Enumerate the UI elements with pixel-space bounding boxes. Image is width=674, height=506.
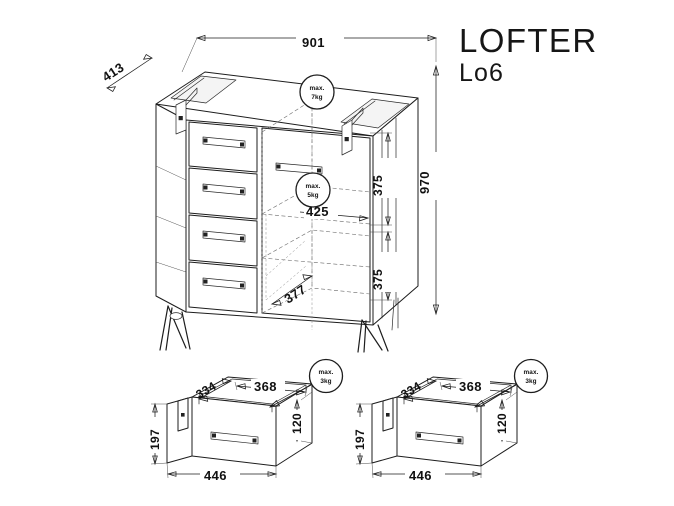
badge-line2: 5kg bbox=[307, 192, 318, 199]
load-badge-drawer-right-3kg: max. 3kg bbox=[473, 358, 549, 408]
door-handle[interactable] bbox=[275, 162, 323, 175]
dimension-label-120-left: 120 bbox=[290, 413, 304, 434]
dimension-120-right bbox=[492, 391, 518, 444]
dimension-label-901: 901 bbox=[302, 35, 325, 50]
dimension-334-left bbox=[197, 378, 233, 402]
dimension-334-right bbox=[402, 378, 438, 402]
dimension-197-left bbox=[145, 402, 168, 466]
drawer-front-2[interactable] bbox=[188, 167, 258, 220]
dimension-label-197-right: 197 bbox=[353, 429, 367, 450]
cabinet-top-accent-right bbox=[340, 98, 410, 129]
drawer-detail-handle-left[interactable] bbox=[210, 431, 259, 445]
dimension-shelf-lower-375 bbox=[370, 230, 399, 302]
drawer-handle-1[interactable] bbox=[202, 136, 246, 149]
dimension-label-368-left: 368 bbox=[254, 379, 277, 394]
drawer-front-1[interactable] bbox=[188, 121, 258, 173]
dimension-368-right bbox=[439, 379, 513, 397]
drawer-handle-4[interactable] bbox=[202, 277, 246, 290]
dimension-width-901 bbox=[181, 33, 438, 73]
dimension-depth-413 bbox=[105, 53, 154, 93]
badge-line1: max. bbox=[310, 85, 325, 92]
dimension-120-left bbox=[287, 391, 313, 444]
dimension-interior-depth-377 bbox=[270, 274, 314, 306]
drawer-detail-handle-right[interactable] bbox=[415, 431, 464, 445]
product-title-block: LOFTER Lo6 bbox=[459, 24, 598, 86]
dimension-height-970 bbox=[425, 64, 447, 316]
drawer-handle-3[interactable] bbox=[202, 230, 246, 243]
cabinet-top-accent-left bbox=[170, 75, 237, 104]
badge-line2: 3kg bbox=[525, 378, 536, 385]
hinge-fitting-left bbox=[175, 87, 198, 135]
drawer-handle-2[interactable] bbox=[202, 183, 246, 196]
drawer-detail-right: max. 3kg bbox=[350, 358, 549, 483]
dimension-label-413: 413 bbox=[99, 59, 126, 84]
cabinet-left-side-panel bbox=[155, 103, 187, 313]
load-badge-shelf-5kg: max. 5kg bbox=[295, 172, 331, 208]
dimension-label-425: 425 bbox=[306, 204, 329, 219]
badge-line2: 3kg bbox=[320, 378, 331, 385]
dimension-label-446-left: 446 bbox=[204, 468, 227, 483]
dimension-label-368-right: 368 bbox=[459, 379, 482, 394]
dimension-446-right bbox=[371, 462, 483, 483]
drawer-front-3[interactable] bbox=[188, 214, 258, 267]
drawer-front-4[interactable] bbox=[188, 261, 258, 314]
hinge-fitting-right bbox=[341, 107, 364, 156]
drawer-detail-left: max. 3kg bbox=[145, 358, 344, 483]
cabinet-door[interactable] bbox=[261, 100, 371, 330]
dimension-446-left bbox=[166, 462, 278, 483]
cabinet-legs bbox=[159, 297, 399, 353]
load-badge-top-7kg: max. 7kg bbox=[299, 74, 335, 110]
product-code: Lo6 bbox=[459, 59, 505, 87]
badge-line1: max. bbox=[524, 369, 539, 376]
load-badge-drawer-left-3kg: max. 3kg bbox=[268, 358, 344, 408]
badge-line1: max. bbox=[319, 369, 334, 376]
dimension-shelf-upper-375 bbox=[370, 131, 399, 227]
dimension-label-375-lower: 375 bbox=[371, 269, 385, 290]
dimension-197-right bbox=[350, 402, 373, 466]
dimension-label-970: 970 bbox=[417, 171, 432, 194]
badge-line1: max. bbox=[306, 183, 321, 190]
badge-line2: 7kg bbox=[311, 94, 322, 101]
dimension-label-375-upper: 375 bbox=[371, 175, 385, 196]
dimension-label-446-right: 446 bbox=[409, 468, 432, 483]
dimension-label-197-left: 197 bbox=[148, 429, 162, 450]
dimension-label-120-right: 120 bbox=[495, 413, 509, 434]
product-name: LOFTER bbox=[459, 22, 598, 59]
